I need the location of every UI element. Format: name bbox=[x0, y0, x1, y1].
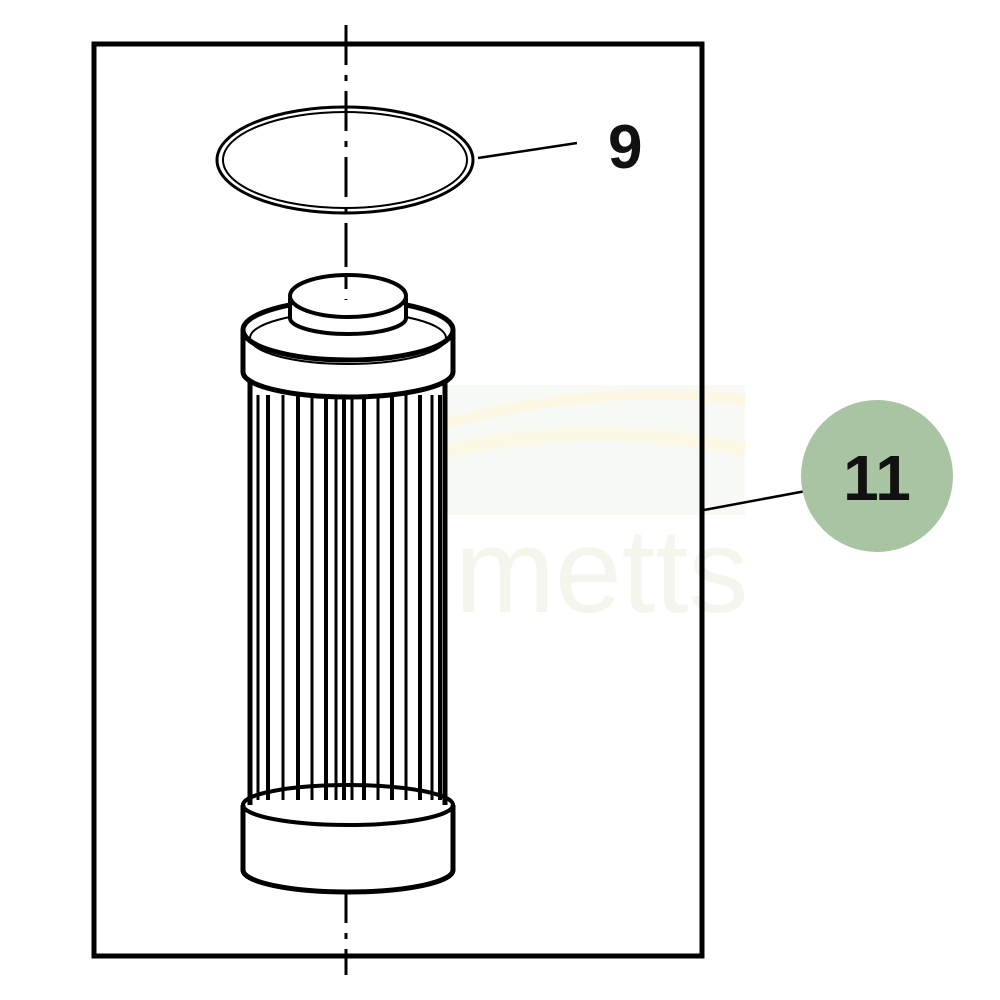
leader-line-11 bbox=[703, 486, 823, 512]
diagram-frame bbox=[91, 41, 705, 959]
filter-element bbox=[240, 273, 456, 895]
o-ring bbox=[215, 105, 475, 215]
callout-9[interactable]: 9 bbox=[608, 113, 642, 182]
watermark-text: metts bbox=[455, 504, 748, 638]
filter-pleats bbox=[256, 395, 442, 800]
callout-11-highlight bbox=[801, 400, 953, 552]
leader-line-9 bbox=[477, 141, 578, 160]
callout-11[interactable]: 11 bbox=[843, 442, 911, 514]
